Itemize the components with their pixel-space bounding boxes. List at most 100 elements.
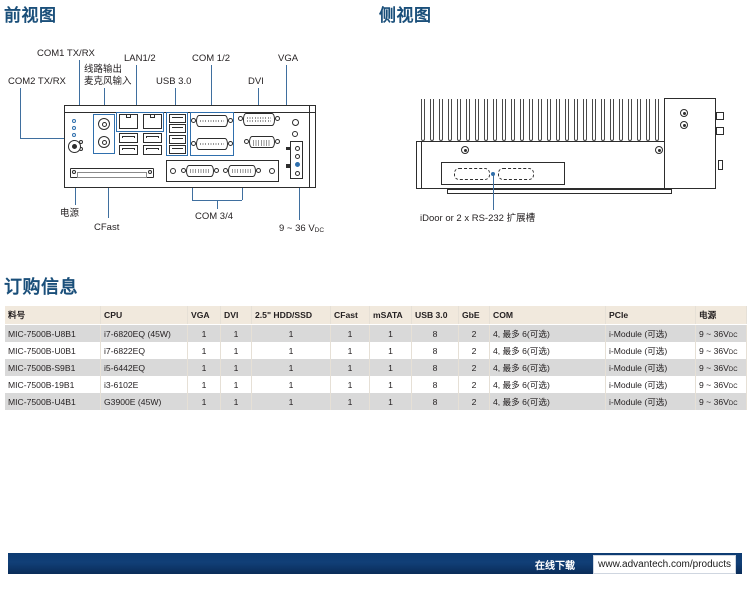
cell-pcie: i-Module (可选) — [605, 359, 696, 376]
cell-hdd-ssd: 1 — [251, 342, 331, 359]
expansion-slot-opening-2 — [498, 168, 534, 180]
side-screw-2 — [680, 121, 688, 129]
cell-pcie: i-Module (可选) — [605, 324, 696, 342]
page-title-front-view: 前视图 — [4, 6, 57, 25]
side-rear-port-2 — [716, 127, 724, 135]
cell-gbe: 2 — [458, 393, 490, 410]
callout-label-line-out: 线路输出 — [84, 64, 123, 75]
power-unit-subscript: DC — [728, 400, 738, 407]
cell-cfast: 1 — [330, 324, 370, 342]
mic-in-jack — [98, 136, 110, 148]
cell-hdd-ssd: 1 — [251, 376, 331, 393]
footer-url-link[interactable]: www.advantech.com/products — [593, 555, 736, 574]
column-header-pcie: PCIe — [605, 306, 696, 325]
callout-label-power: 电源 — [60, 208, 80, 219]
dc-power-terminal-block — [290, 141, 303, 179]
cell-power: 9 ~ 36VDC — [695, 359, 747, 376]
lan-port-1 — [119, 114, 138, 129]
power-unit-subscript: DC — [728, 349, 738, 356]
com-port-2 — [196, 138, 228, 150]
cell-cpu: i7-6820EQ (45W) — [100, 324, 188, 342]
cell-part-number: MIC-7500B-U4B1 — [4, 393, 101, 410]
led-indicator-1 — [72, 119, 76, 123]
cell-cfast: 1 — [330, 393, 370, 410]
cell-msata: 1 — [369, 359, 412, 376]
usb-port-a1 — [119, 133, 138, 143]
cell-cpu: i5-6442EQ — [100, 359, 188, 376]
mounting-hole — [292, 131, 298, 137]
table-header-row: 料号 CPU VGA DVI 2.5" HDD/SSD CFast mSATA … — [4, 306, 747, 325]
cell-usb30: 8 — [411, 393, 459, 410]
cell-gbe: 2 — [458, 359, 490, 376]
cell-com: 4, 最多 6(可选) — [489, 359, 606, 376]
column-header-com: COM — [489, 306, 606, 325]
ordering-information-table: 料号 CPU VGA DVI 2.5" HDD/SSD CFast mSATA … — [4, 306, 747, 410]
cell-hdd-ssd: 1 — [251, 393, 331, 410]
cell-hdd-ssd: 1 — [251, 359, 331, 376]
callout-label-com2-txrx: COM2 TX/RX — [8, 76, 66, 87]
cell-msata: 1 — [369, 342, 412, 359]
cell-vga: 1 — [187, 376, 221, 393]
com-port-4 — [228, 165, 256, 177]
cell-usb30: 8 — [411, 324, 459, 342]
cell-usb30: 8 — [411, 342, 459, 359]
cell-power: 9 ~ 36VDC — [695, 324, 747, 342]
com12-group-highlight — [190, 112, 234, 156]
cell-power: 9 ~ 36VDC — [695, 376, 747, 393]
led-indicator-3 — [72, 133, 76, 137]
footer-bar — [8, 553, 742, 574]
side-screw-1 — [680, 109, 688, 117]
footer-download-label: 在线下载 — [535, 561, 575, 572]
side-body-screw-right — [655, 146, 663, 154]
usb-port-a3 — [119, 145, 138, 155]
cell-cpu: i3-6102E — [100, 376, 188, 393]
cell-vga: 1 — [187, 324, 221, 342]
cell-gbe: 2 — [458, 324, 490, 342]
usb30-port-2 — [169, 124, 186, 133]
cell-com: 4, 最多 6(可选) — [489, 376, 606, 393]
cell-vga: 1 — [187, 359, 221, 376]
usb-port-a4 — [143, 145, 162, 155]
callout-label-com1-txrx: COM1 TX/RX — [37, 48, 95, 59]
cell-com: 4, 最多 6(可选) — [489, 393, 606, 410]
side-body-screw-left — [461, 146, 469, 154]
power-unit-subscript: DC — [728, 383, 738, 390]
cell-cfast: 1 — [330, 376, 370, 393]
usb30-port-3 — [169, 135, 186, 144]
side-bottom-rail — [447, 189, 672, 194]
page-title-ordering-info: 订购信息 — [4, 277, 78, 297]
cell-cfast: 1 — [330, 359, 370, 376]
cell-gbe: 2 — [458, 342, 490, 359]
cell-vga: 1 — [187, 393, 221, 410]
cell-dvi: 1 — [220, 342, 252, 359]
cell-part-number: MIC-7500B-U8B1 — [4, 324, 101, 342]
column-header-hdd-ssd: 2.5" HDD/SSD — [251, 306, 331, 325]
side-rear-port-1 — [716, 112, 724, 120]
callout-label-vga: VGA — [278, 53, 299, 64]
line-out-jack — [98, 118, 110, 130]
cell-power: 9 ~ 36VDC — [695, 393, 747, 410]
cell-vga: 1 — [187, 342, 221, 359]
cell-dvi: 1 — [220, 359, 252, 376]
cell-pcie: i-Module (可选) — [605, 376, 696, 393]
cell-com: 4, 最多 6(可选) — [489, 324, 606, 342]
callout-label-expansion: iDoor or 2 x RS-232 扩展槽 — [420, 213, 536, 224]
audio-jack-group-highlight — [93, 114, 115, 154]
cell-cfast: 1 — [330, 342, 370, 359]
side-rear-port-3 — [718, 160, 723, 170]
cell-usb30: 8 — [411, 359, 459, 376]
usb30-port-4 — [169, 145, 186, 154]
cell-part-number: MIC-7500B-19B1 — [4, 376, 101, 393]
cell-usb30: 8 — [411, 376, 459, 393]
heatsink-fins — [421, 99, 667, 141]
column-header-msata: mSATA — [369, 306, 412, 325]
usb-port-a2 — [143, 133, 162, 143]
expansion-slot-opening-1 — [454, 168, 490, 180]
power-unit-subscript: DC — [728, 332, 738, 339]
lan-port-2 — [143, 114, 162, 129]
ground-screw-icon — [292, 119, 299, 126]
